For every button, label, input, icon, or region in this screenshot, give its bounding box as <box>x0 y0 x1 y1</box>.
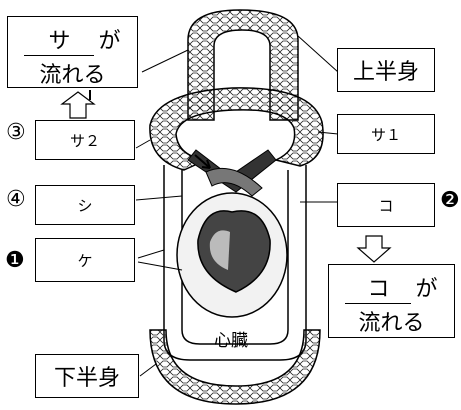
blank-sa1: サ１ <box>337 114 435 154</box>
blank-shi: シ <box>35 185 135 225</box>
heart-label: 心臓 <box>214 331 248 351</box>
flow-top-box: サ が 流れる <box>7 16 138 88</box>
marker-2: ❷ <box>440 188 460 213</box>
marker-1: ❶ <box>5 248 25 273</box>
flow-right-box: コ が 流れる <box>328 264 455 338</box>
blank-sa2: サ２ <box>35 120 135 160</box>
marker-4: ④ <box>6 187 26 212</box>
heart-shape <box>176 192 288 318</box>
lung-capillary-bed <box>149 87 324 171</box>
up-arrow <box>60 91 96 119</box>
marker-3: ③ <box>6 120 26 145</box>
flow-top-ga: が <box>98 29 121 54</box>
flow-right-verb: 流れる <box>358 311 425 336</box>
down-arrow <box>356 235 392 263</box>
lower-body-capillary-bed <box>149 329 321 405</box>
leader-lines <box>135 35 339 377</box>
flow-top-verb: 流れる <box>39 63 106 88</box>
flow-right-ga: が <box>415 277 438 302</box>
flow-arrows <box>89 90 211 169</box>
blank-ke: ケ <box>35 238 135 282</box>
blank-ko: コ <box>337 183 435 227</box>
flow-right-blank: コ <box>345 271 412 304</box>
flow-top-blank: サ <box>24 23 95 56</box>
lower-body-label: 下半身 <box>35 354 139 398</box>
upper-body-label: 上半身 <box>337 48 435 92</box>
